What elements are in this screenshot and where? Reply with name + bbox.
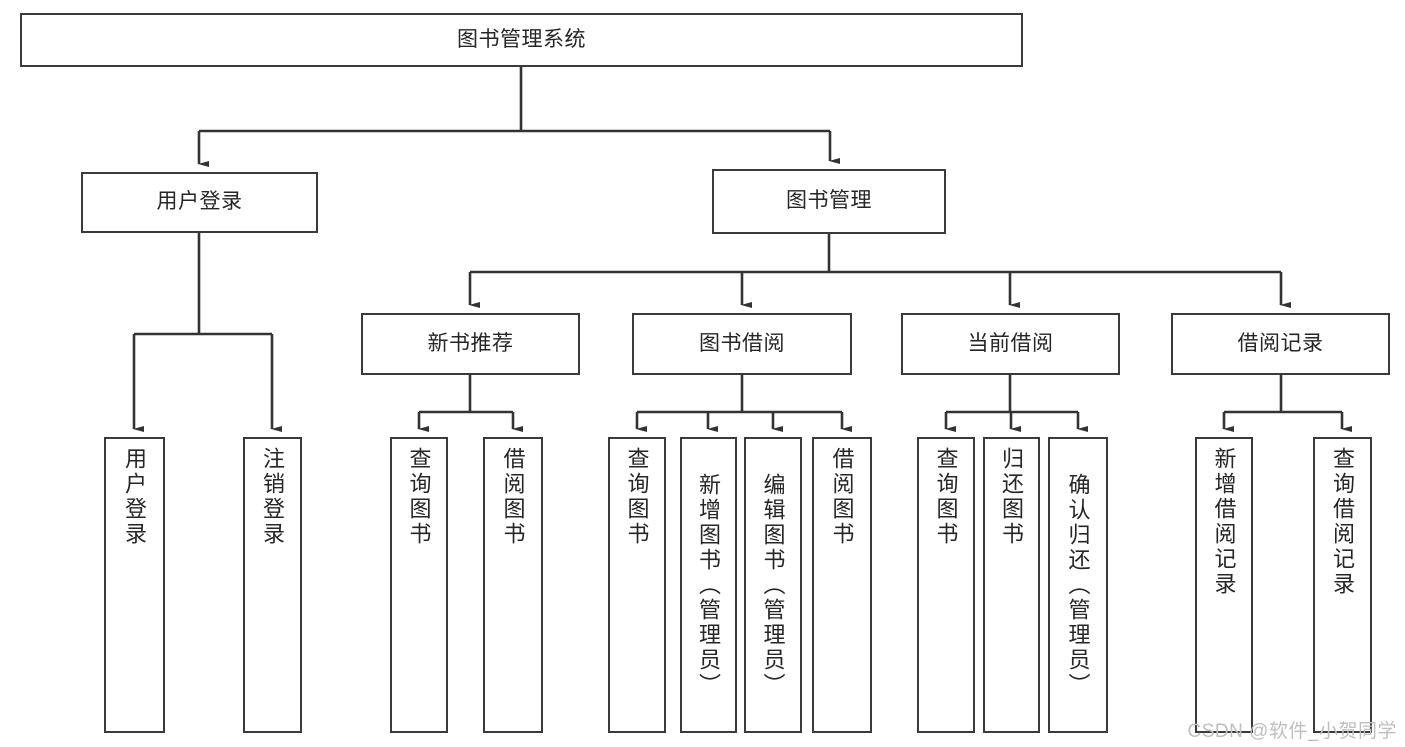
node-book-management-label: 图书管理 <box>786 189 872 213</box>
leaf-query-book-cb[interactable]: 查询图书 <box>917 437 975 733</box>
leaf-add-borrow-record[interactable]: 新增借阅记录 <box>1195 437 1253 733</box>
node-root[interactable]: 图书管理系统 <box>20 13 1023 67</box>
leaf-query-book-cb-label: 查询图书 <box>933 447 959 547</box>
node-user-login-label: 用户登录 <box>156 190 243 214</box>
leaf-edit-book-admin-label: 编辑图书（管理员） <box>760 472 786 698</box>
leaf-query-book-bb-label: 查询图书 <box>624 447 650 547</box>
leaf-add-book-admin[interactable]: 新增图书（管理员） <box>680 437 737 733</box>
leaf-query-borrow-record[interactable]: 查询借阅记录 <box>1313 437 1372 733</box>
leaf-confirm-return-admin[interactable]: 确认归还（管理员） <box>1048 437 1108 733</box>
node-book-borrow-label: 图书借阅 <box>699 331 785 355</box>
leaf-query-book-bb[interactable]: 查询图书 <box>608 437 666 733</box>
node-current-borrow[interactable]: 当前借阅 <box>901 313 1120 375</box>
leaf-logout[interactable]: 注销登录 <box>243 437 302 733</box>
node-borrow-record[interactable]: 借阅记录 <box>1171 313 1390 375</box>
leaf-edit-book-admin[interactable]: 编辑图书（管理员） <box>744 437 802 733</box>
leaf-add-book-admin-label: 新增图书（管理员） <box>696 472 722 698</box>
leaf-borrow-book-bb-label: 借阅图书 <box>829 447 855 547</box>
node-current-borrow-label: 当前借阅 <box>967 331 1054 355</box>
leaf-borrow-book-nbr-label: 借阅图书 <box>500 447 526 547</box>
node-new-book-recommend-label: 新书推荐 <box>427 331 514 355</box>
leaf-return-book-label: 归还图书 <box>999 447 1025 547</box>
leaf-query-book-nbr-label: 查询图书 <box>406 447 432 547</box>
leaf-add-borrow-record-label: 新增借阅记录 <box>1211 447 1237 597</box>
leaf-logout-label: 注销登录 <box>260 447 286 547</box>
node-root-label: 图书管理系统 <box>457 27 586 51</box>
leaf-query-borrow-record-label: 查询借阅记录 <box>1330 447 1356 597</box>
leaf-user-login-label: 用户登录 <box>122 447 148 547</box>
node-book-management[interactable]: 图书管理 <box>712 169 946 234</box>
leaf-borrow-book-bb[interactable]: 借阅图书 <box>812 437 872 733</box>
leaf-return-book[interactable]: 归还图书 <box>983 437 1040 733</box>
leaf-borrow-book-nbr[interactable]: 借阅图书 <box>483 437 543 733</box>
node-book-borrow[interactable]: 图书借阅 <box>632 313 852 375</box>
node-new-book-recommend[interactable]: 新书推荐 <box>361 313 580 375</box>
node-user-login[interactable]: 用户登录 <box>81 172 318 233</box>
node-borrow-record-label: 借阅记录 <box>1237 331 1324 355</box>
leaf-query-book-nbr[interactable]: 查询图书 <box>390 437 448 733</box>
leaf-user-login[interactable]: 用户登录 <box>104 437 165 733</box>
leaf-confirm-return-admin-label: 确认归还（管理员） <box>1065 472 1091 698</box>
